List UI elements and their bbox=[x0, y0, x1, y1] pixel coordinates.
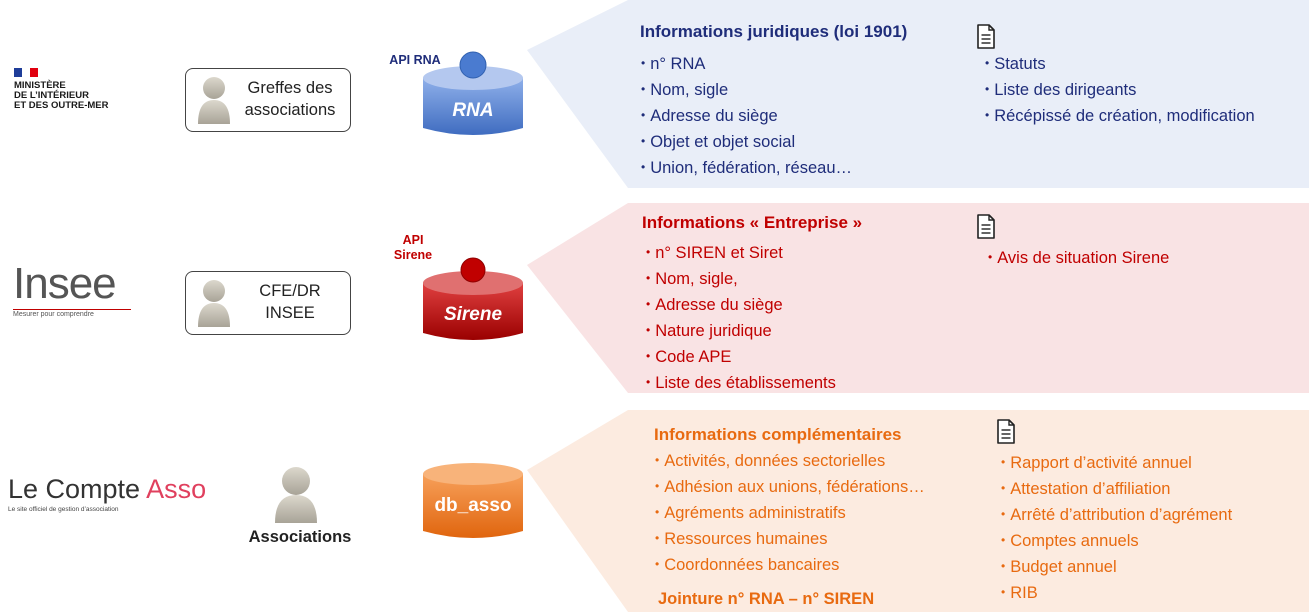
list-item: Récépissé de création, modification bbox=[985, 104, 1254, 130]
sirene-database-label: Sirene bbox=[443, 304, 503, 325]
ministere-interieur-logo: MINISTÈRE DE L’INTÉRIEUR ET DES OUTRE-ME… bbox=[14, 68, 108, 111]
list-item: Budget annuel bbox=[1001, 555, 1232, 581]
list-item: RIB bbox=[1001, 581, 1232, 607]
list-item: Comptes annuels bbox=[1001, 529, 1232, 555]
list-item: Statuts bbox=[985, 52, 1255, 78]
insee-tagline: Mesurer pour comprendre bbox=[13, 309, 131, 318]
rna-database-label: RNA bbox=[452, 100, 494, 121]
list-item: Coordonnées bancaires bbox=[655, 553, 925, 579]
list-item: Nom, sigle, bbox=[646, 267, 836, 293]
sirene-fields-list: n° SIREN et Siret Nom, sigle, Adresse du… bbox=[646, 241, 836, 397]
asso-documents-list: Rapport d’activité annuel Attestation d’… bbox=[1001, 451, 1232, 607]
list-item: Attestation d’affiliation bbox=[1001, 477, 1232, 503]
sirene-database-icon bbox=[423, 257, 523, 340]
ministere-name: MINISTÈRE DE L’INTÉRIEUR ET DES OUTRE-ME… bbox=[14, 80, 109, 111]
le-compte-asso-logo: Le Compte Asso Le site officiel de gesti… bbox=[8, 474, 206, 513]
list-item: Adresse du siège bbox=[641, 104, 852, 130]
insee-wordmark: Insee bbox=[13, 259, 117, 308]
greffes-actor-label: Greffes des associations bbox=[244, 79, 336, 119]
list-item: Adhésion aux unions, fédérations… bbox=[655, 475, 925, 501]
list-item: Adresse du siège bbox=[646, 293, 836, 319]
insee-logo: Insee Mesurer pour comprendre bbox=[13, 262, 131, 318]
join-note: Jointure n° RNA – n° SIREN bbox=[658, 590, 875, 608]
list-item: Ressources humaines bbox=[655, 527, 925, 553]
asso-section-title: Informations complémentaires bbox=[654, 425, 902, 444]
sirene-documents-list: Avis de situation Sirene bbox=[988, 246, 1169, 272]
lca-tagline: Le site officiel de gestion d’associatio… bbox=[8, 506, 119, 513]
list-item: Nom, sigle bbox=[641, 78, 852, 104]
document-icon bbox=[997, 419, 1015, 444]
list-item: Nature juridique bbox=[646, 319, 836, 345]
db-asso-database-label: db_asso bbox=[434, 495, 512, 516]
list-item: n° RNA bbox=[641, 52, 852, 78]
list-item: Union, fédération, réseau… bbox=[641, 156, 852, 182]
list-item: Objet et objet social bbox=[641, 130, 852, 156]
list-item: Arrêté d’attribution d’agrément bbox=[1001, 503, 1232, 529]
lca-wordmark-part1: Le Compte bbox=[8, 474, 147, 504]
document-icon bbox=[977, 214, 995, 239]
list-item: n° SIREN et Siret bbox=[646, 241, 836, 267]
list-item: Agréments administratifs bbox=[655, 501, 925, 527]
person-icon bbox=[275, 467, 317, 523]
document-icon bbox=[977, 24, 995, 49]
person-icon bbox=[198, 280, 230, 327]
rna-section-title: Informations juridiques (loi 1901) bbox=[640, 22, 908, 41]
rna-database-icon bbox=[423, 51, 523, 135]
cfe-actor-label: CFE/DR INSEE bbox=[259, 282, 321, 322]
list-item: Liste des dirigeants bbox=[985, 78, 1255, 104]
list-item: Activités, données sectorielles bbox=[655, 449, 925, 475]
lca-wordmark-part2: Asso bbox=[146, 474, 207, 504]
list-item: Code APE bbox=[646, 345, 836, 371]
asso-fields-list: Activités, données sectorielles Adhésion… bbox=[655, 449, 925, 579]
db-asso-database-icon bbox=[423, 463, 523, 538]
list-item: Liste des établissements bbox=[646, 371, 836, 397]
sirene-section-title: Informations « Entreprise » bbox=[642, 213, 863, 232]
api-sirene-label: API Sirene bbox=[393, 233, 433, 262]
api-rna-label: API RNA bbox=[389, 53, 441, 67]
rna-documents-list: Statuts Liste des dirigeants Récépissé d… bbox=[985, 52, 1255, 130]
french-flag-icon bbox=[14, 68, 38, 77]
person-icon bbox=[198, 77, 230, 124]
rna-fields-list: n° RNA Nom, sigle Adresse du siège Objet… bbox=[641, 52, 852, 182]
list-item: Avis de situation Sirene bbox=[988, 246, 1169, 272]
list-item: Rapport d’activité annuel bbox=[1001, 451, 1232, 477]
associations-actor-label: Associations bbox=[248, 528, 352, 546]
